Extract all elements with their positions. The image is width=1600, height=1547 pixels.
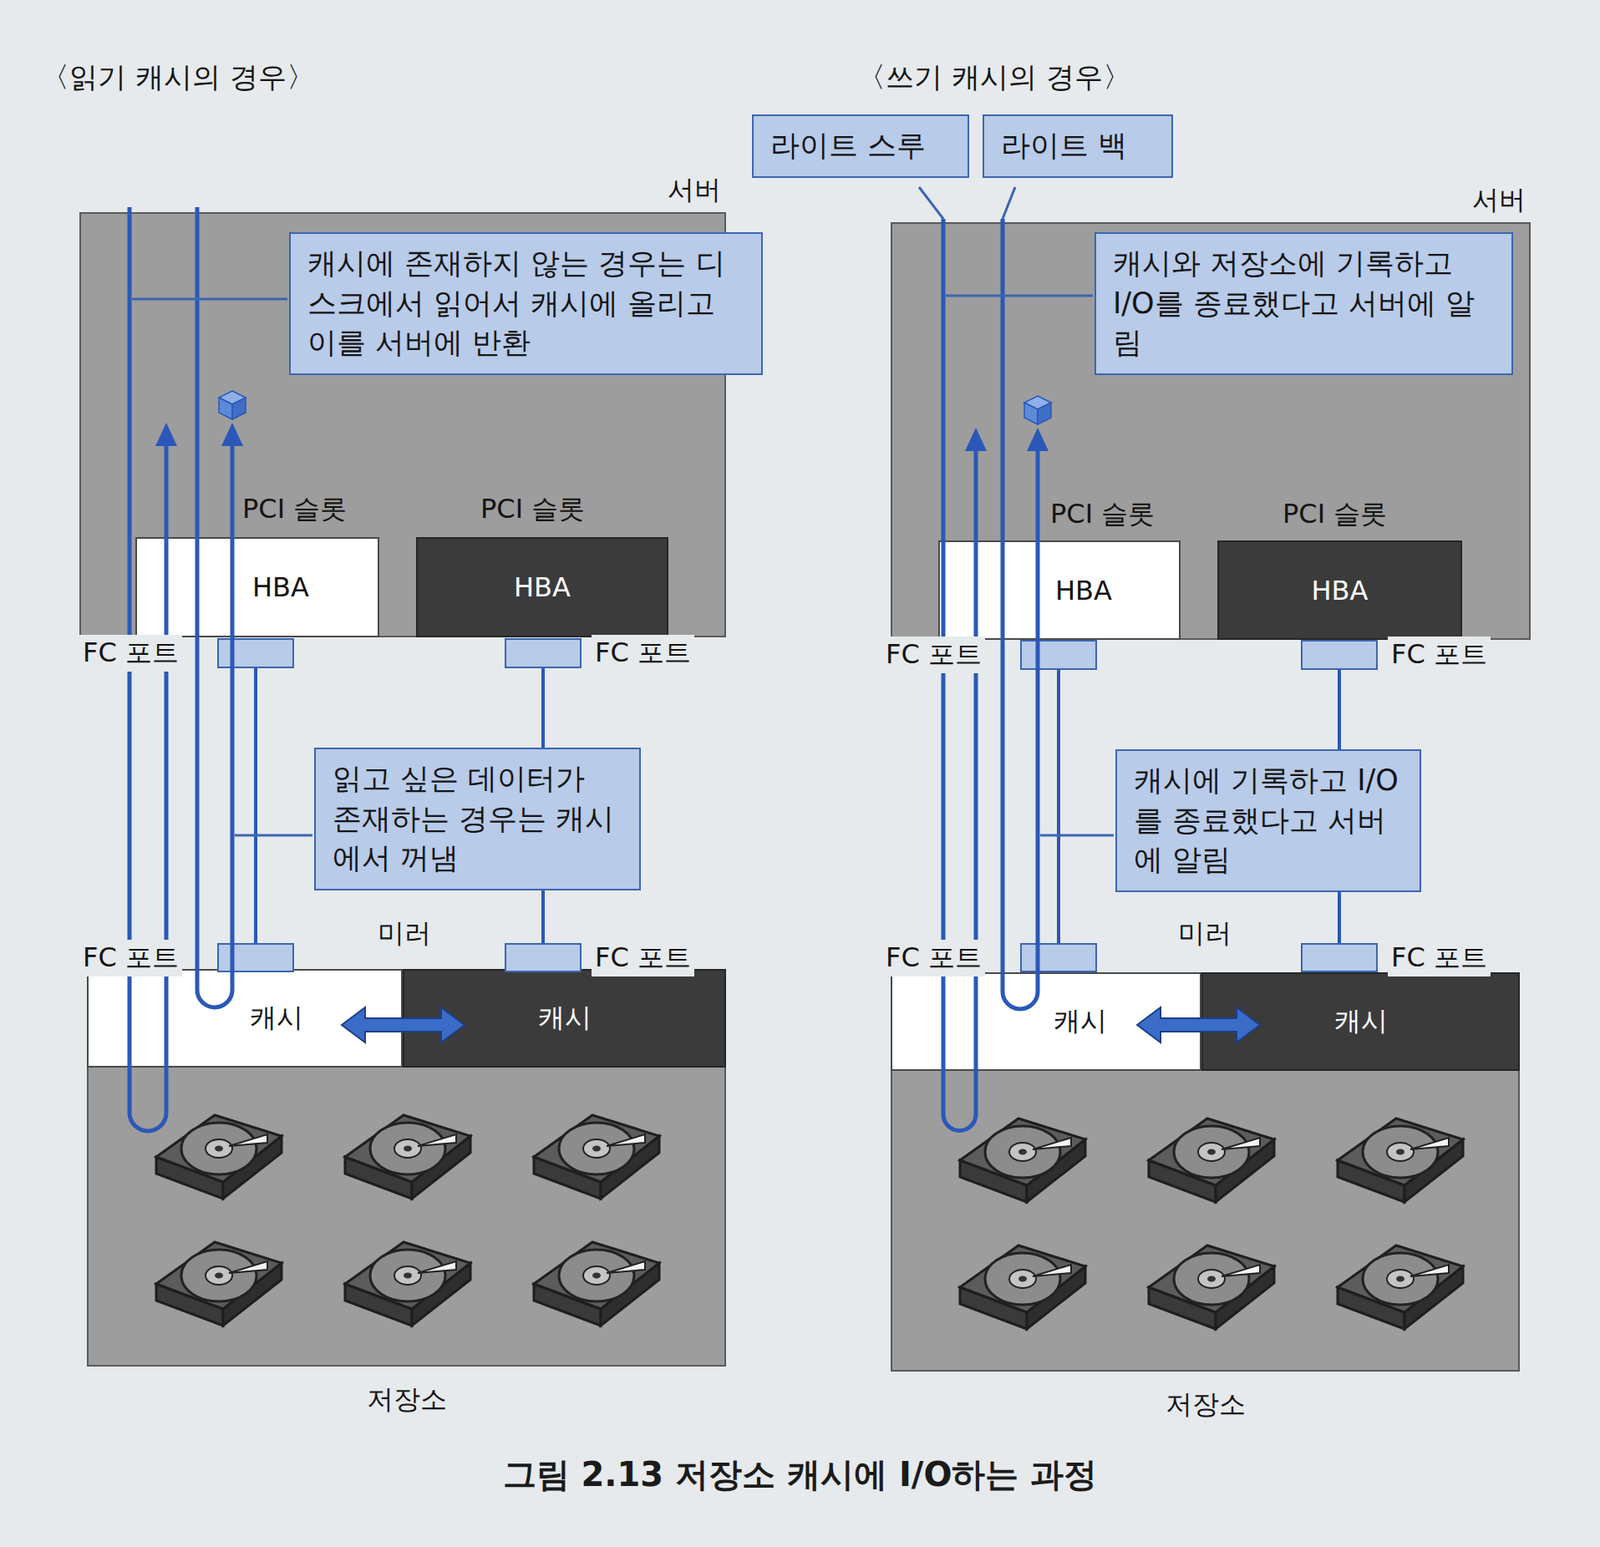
fc-port: FC 포트 [504, 943, 582, 973]
fc-port: FC 포트 [217, 638, 295, 669]
fc-port: FC 포트 [1020, 943, 1098, 973]
node-text: 캐시 [1053, 1003, 1108, 1041]
mirror-arrows [341, 1007, 1260, 1043]
node-text: FC 포트 [79, 634, 183, 672]
part-label: PCI 슬롯 [242, 491, 347, 529]
callout-box: 라이트 백 [982, 114, 1174, 178]
data-block-icons [218, 391, 1052, 425]
callout-box: 캐시와 저장소에 기록하고 I/O를 종료했다고 서버에 알림 [1094, 232, 1514, 376]
node-text: HBA [1055, 574, 1113, 607]
callout-box: 캐시에 존재하지 않는 경우는 디스크에서 읽어서 캐시에 올리고 이를 서버에… [289, 232, 763, 376]
node-text: 캐시에 존재하지 않는 경우는 디스크에서 읽어서 캐시에 올리고 이를 서버에… [307, 243, 745, 364]
node-text: FC 포트 [591, 634, 695, 672]
fc-port: FC 포트 [1300, 640, 1378, 671]
node-text: 캐시 [249, 1000, 304, 1037]
node-text: 서버 [667, 172, 722, 209]
callout-box: 읽고 싶은 데이터가 존재하는 경우는 캐시에서 꺼냄 [314, 747, 641, 891]
callout-box: 라이트 스루 [751, 114, 970, 178]
fc-port: FC 포트 [1020, 640, 1098, 671]
fc-port: FC 포트 [504, 638, 582, 669]
fc-cable [1056, 670, 1061, 944]
node-text: 읽고 싶은 데이터가 존재하는 경우는 캐시에서 꺼냄 [332, 759, 623, 879]
disk-drives [156, 1115, 1463, 1330]
fc-port: FC 포트 [217, 943, 295, 973]
io-flow-lines [129, 207, 1038, 1132]
flow-arrowheads [155, 422, 1049, 452]
part-label: PCI 슬롯 [480, 491, 585, 529]
server-box: 서버캐시와 저장소에 기록하고 I/O를 종료했다고 서버에 알림HBAHBA [890, 222, 1531, 640]
callout-box: 캐시에 기록하고 I/O를 종료했다고 서버에 알림 [1115, 749, 1422, 893]
node-text: 캐시 [1334, 1003, 1388, 1041]
figure-caption: 그림 2.13 저장소 캐시에 I/O하는 과정 [0, 1452, 1600, 1499]
part-label: 미러 [1178, 915, 1232, 953]
node-text: 라이트 스루 [770, 126, 951, 167]
node-text: FC 포트 [79, 939, 183, 977]
hba-card: HBA [416, 537, 669, 638]
node-text: HBA [513, 571, 571, 604]
node-text: FC 포트 [591, 939, 695, 977]
part-label: PCI 슬롯 [1050, 496, 1155, 534]
part-label: 미러 [377, 915, 432, 953]
node-text: HBA [252, 571, 310, 604]
node-text: 라이트 백 [1000, 126, 1155, 167]
hba-card: HBA [1217, 540, 1463, 640]
part-label: PCI 슬롯 [1282, 496, 1387, 534]
node-text: HBA [1311, 574, 1369, 607]
leader-lines [132, 187, 1114, 836]
node-text: 저장소 [88, 1381, 725, 1419]
node-text: FC 포트 [882, 636, 986, 674]
node-text: 캐시에 기록하고 I/O를 종료했다고 서버에 알림 [1133, 761, 1403, 881]
node-text: 서버 [1472, 182, 1526, 219]
server-box: 서버캐시에 존재하지 않는 경우는 디스크에서 읽어서 캐시에 올리고 이를 서… [79, 212, 727, 638]
panel-heading: 〈읽기 캐시의 경우〉 [40, 58, 315, 97]
hba-card: HBA [135, 537, 380, 638]
panel-heading: 〈쓰기 캐시의 경우〉 [857, 58, 1132, 97]
fc-port: FC 포트 [1300, 943, 1378, 973]
node-text: 캐시 [538, 1000, 592, 1037]
node-text: 저장소 [892, 1386, 1519, 1424]
node-text: FC 포트 [882, 939, 986, 977]
node-text: FC 포트 [1387, 939, 1491, 977]
node-text: 캐시와 저장소에 기록하고 I/O를 종료했다고 서버에 알림 [1112, 243, 1495, 364]
node-text: FC 포트 [1387, 636, 1491, 674]
fc-cable [253, 668, 258, 944]
